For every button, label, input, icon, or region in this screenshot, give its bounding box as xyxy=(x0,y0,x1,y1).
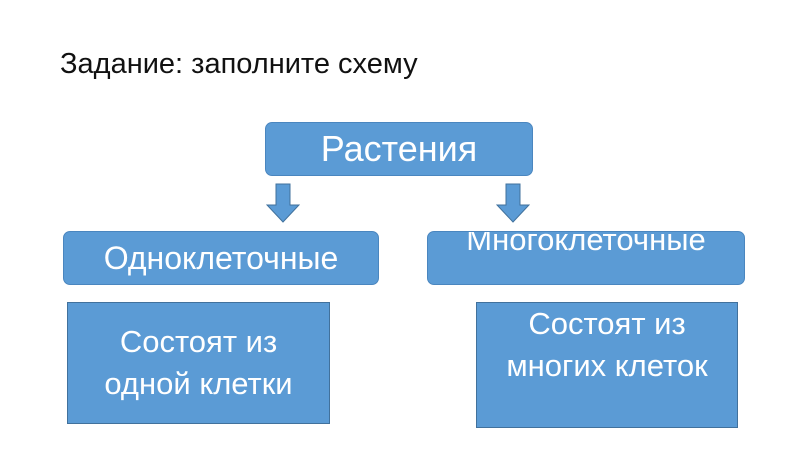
description-multicellular-text: Состоят из многих клеток xyxy=(506,306,708,383)
node-multicellular-label: Многоклеточные xyxy=(466,231,706,257)
node-unicellular-label: Одноклеточные xyxy=(103,239,339,276)
node-unicellular: Одноклеточные xyxy=(63,231,379,285)
arrow-down-icon xyxy=(496,183,530,223)
arrow-down-icon xyxy=(266,183,300,223)
root-node-label: Растения xyxy=(320,128,478,169)
slide-title: Задание: заполните схему xyxy=(60,48,418,80)
node-multicellular: Многоклеточные xyxy=(427,231,745,285)
description-unicellular-text: Состоят из одной клетки xyxy=(104,324,293,401)
description-multicellular: Состоят из многих клеток xyxy=(476,302,738,428)
root-node-plants: Растения xyxy=(265,122,533,176)
description-unicellular: Состоят из одной клетки xyxy=(67,302,330,424)
